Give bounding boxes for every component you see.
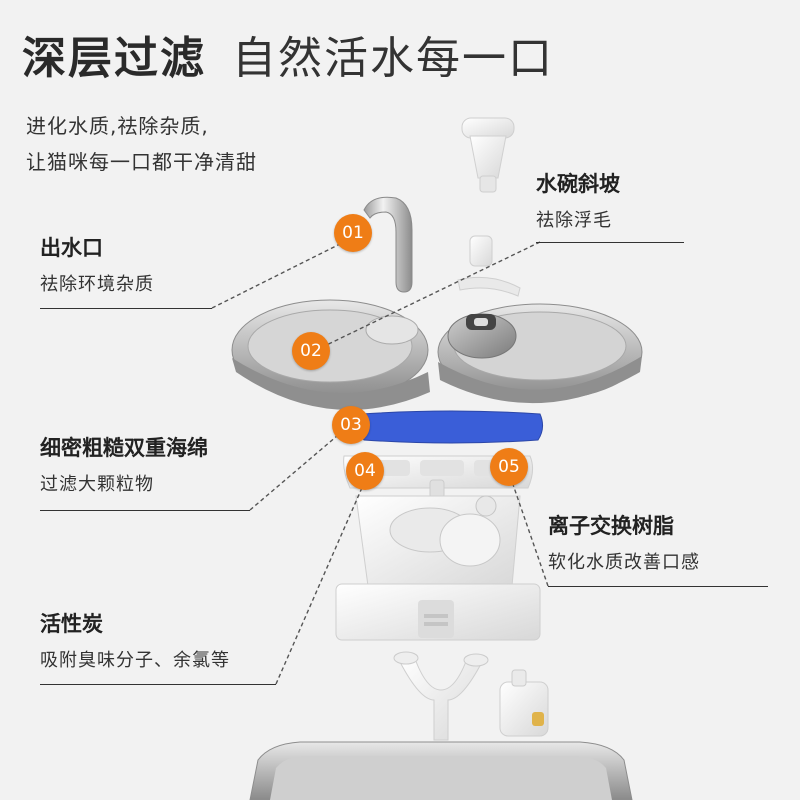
feature-outlet-title: 出水口 — [40, 236, 103, 260]
feature-slope-underline — [536, 242, 684, 243]
filter-tray-part — [343, 455, 534, 489]
steel-bowl-part — [231, 299, 643, 410]
feature-slope-sub: 祛除浮毛 — [536, 210, 612, 231]
y-tube-part — [393, 651, 489, 741]
base-box-part — [335, 583, 541, 641]
feature-carbon-title: 活性炭 — [40, 612, 103, 636]
spout-cap-part — [461, 117, 515, 193]
feature-sponge-title: 细密粗糙双重海绵 — [40, 436, 208, 460]
intro-line-1: 进化水质,祛除杂质, — [26, 114, 209, 138]
feature-slope-title: 水碗斜坡 — [536, 172, 620, 196]
pump-part — [499, 669, 549, 737]
feature-resin-sub: 软化水质改善口感 — [548, 552, 700, 573]
feature-outlet-underline — [40, 308, 212, 309]
sponge-part — [358, 410, 544, 444]
badge-05: 05 — [490, 448, 528, 486]
base-container-part — [249, 741, 633, 800]
headline: 深层过滤自然活水每一口 — [22, 22, 554, 86]
headline-strong: 深层过滤 — [22, 33, 206, 84]
feature-outlet-sub: 祛除环境杂质 — [40, 274, 154, 295]
headline-light: 自然活水每一口 — [232, 33, 554, 84]
feature-carbon-sub: 吸附臭味分子、余氯等 — [40, 650, 230, 671]
badge-01: 01 — [334, 214, 372, 252]
feature-sponge-underline — [40, 510, 250, 511]
feature-carbon-underline — [40, 684, 276, 685]
badge-02: 02 — [292, 332, 330, 370]
outlet-pipe-part — [363, 196, 413, 293]
connector-parts — [457, 235, 521, 297]
leader-lines — [211, 239, 549, 685]
feature-resin-title: 离子交换树脂 — [548, 514, 674, 538]
feature-sponge-sub: 过滤大颗粒物 — [40, 474, 154, 495]
intro-line-2: 让猫咪每一口都干净清甜 — [26, 150, 257, 174]
badge-03: 03 — [332, 406, 370, 444]
badge-04: 04 — [346, 452, 384, 490]
feature-resin-underline — [548, 586, 768, 587]
filter-housing-part — [355, 479, 521, 587]
